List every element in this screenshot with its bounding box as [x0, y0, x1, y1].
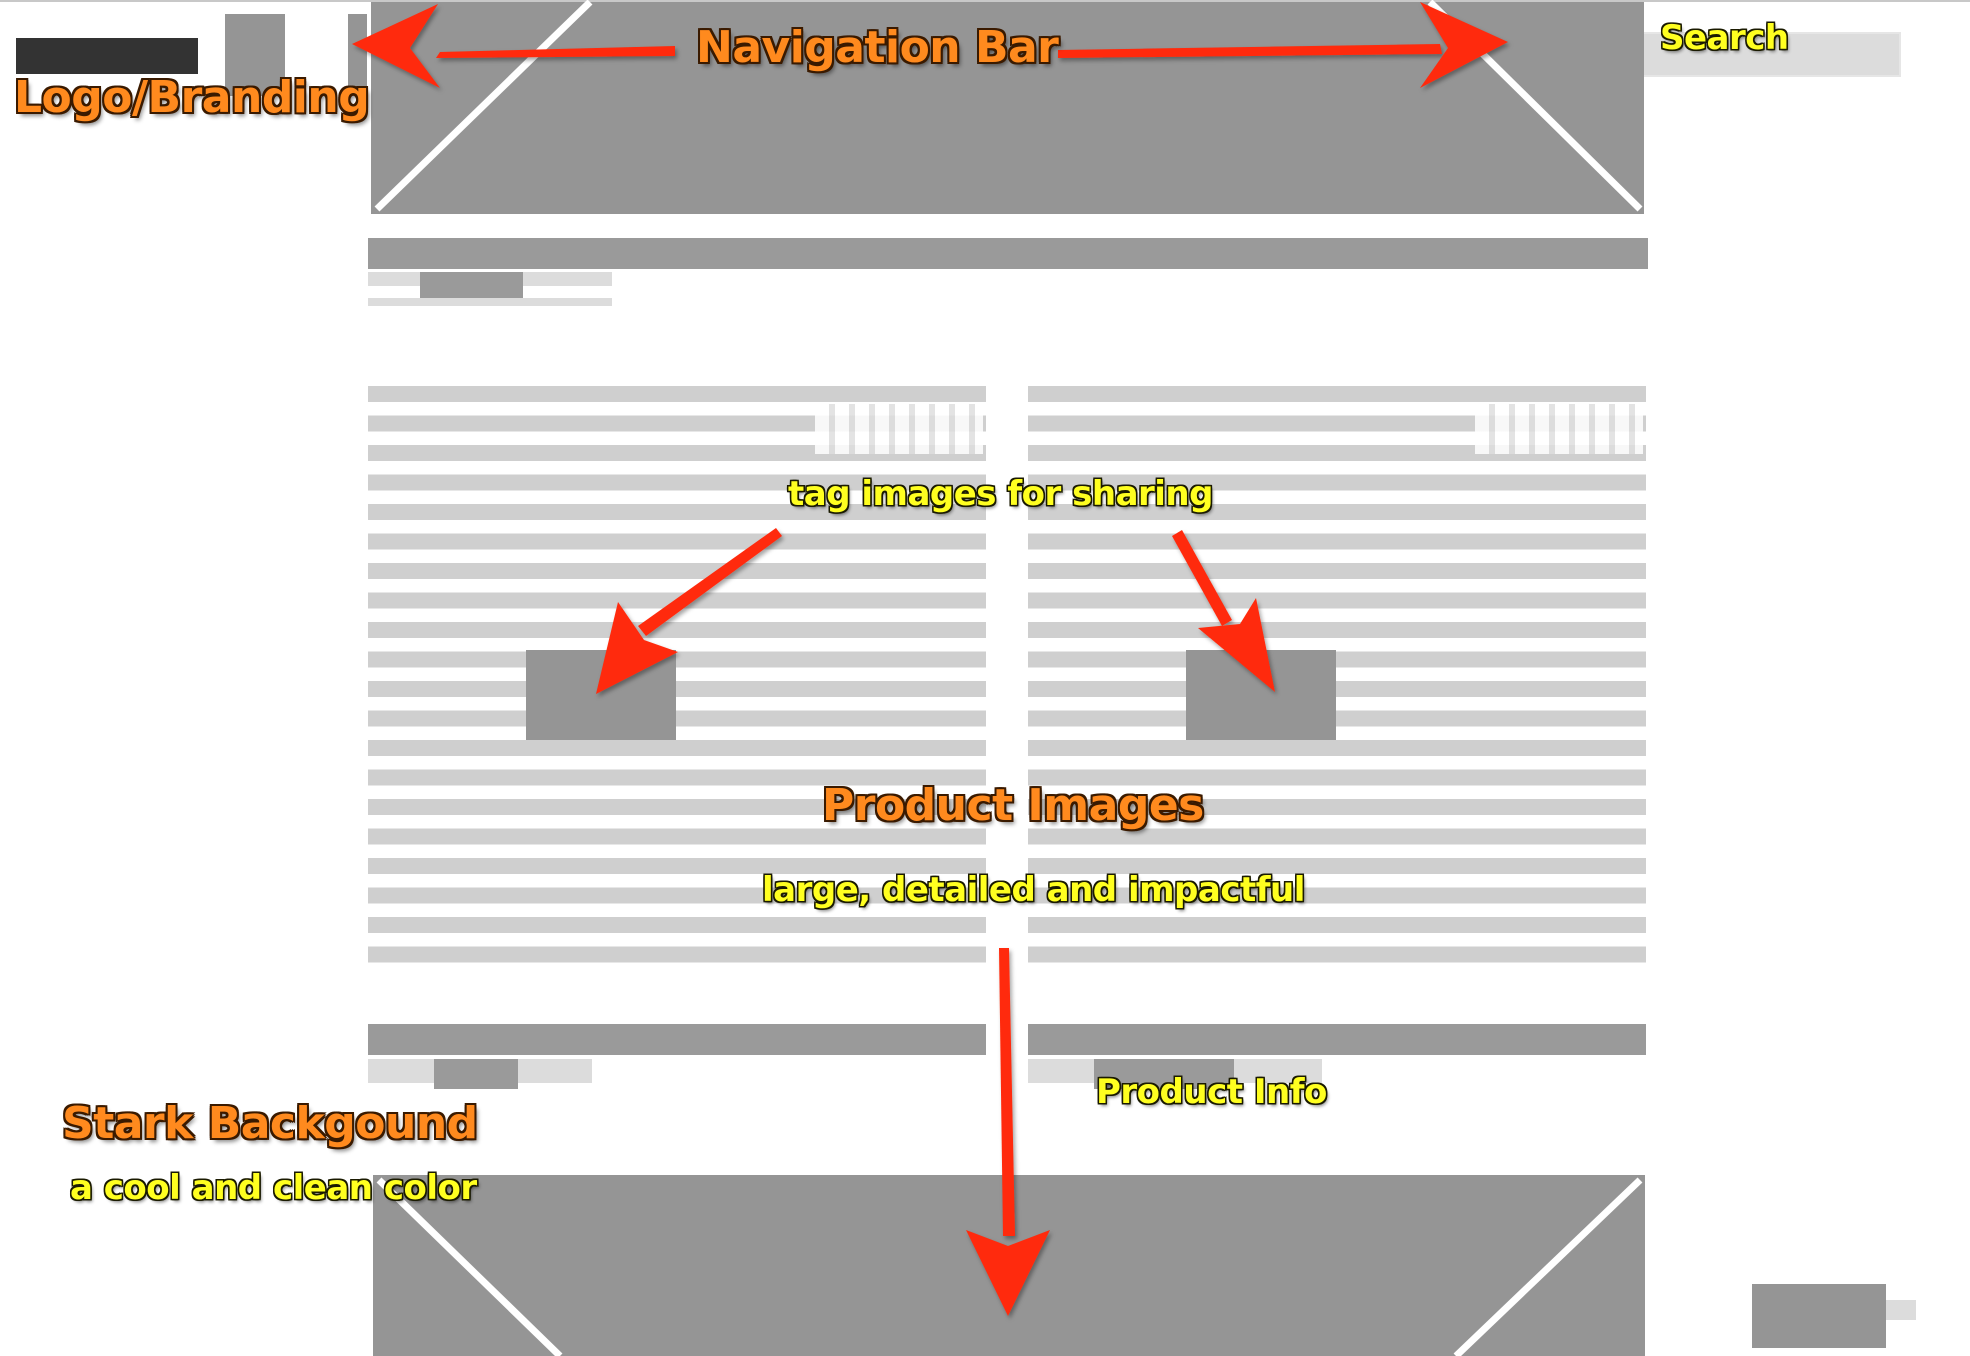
label-stark-background: Stark Backgound: [62, 1098, 478, 1149]
arrow-down-main: [966, 948, 1050, 1316]
product-badge-left: [815, 404, 983, 454]
title-bar-placeholder: [368, 238, 1648, 269]
product-text-block-right: [1028, 386, 1646, 976]
logo-placeholder: [16, 38, 198, 74]
arrow-nav-left: [352, 4, 675, 88]
arrow-nav-right: [1058, 2, 1508, 88]
nav-bar-cross-line: [374, 0, 593, 212]
label-search: Search: [1660, 18, 1789, 58]
product-info-bar-left: [368, 1024, 986, 1055]
product-image-right: [1186, 650, 1336, 740]
footer-cross-line: [1453, 1177, 1643, 1356]
subtitle-block-placeholder: [420, 272, 523, 302]
product-info-bar-right: [1028, 1024, 1646, 1055]
label-product-info: Product Info: [1096, 1072, 1327, 1112]
product-image-left: [526, 650, 676, 740]
label-navigation-bar: Navigation Bar: [696, 22, 1059, 73]
product-info-block-right: [1094, 1059, 1234, 1089]
footer-button-tail: [1886, 1300, 1916, 1320]
subtitle-line-placeholder: [368, 298, 612, 306]
label-product-images-sub: large, detailed and impactful: [762, 870, 1305, 910]
product-badge-right: [1475, 404, 1643, 454]
footer-button-placeholder: [1752, 1284, 1886, 1348]
label-product-images: Product Images: [822, 780, 1204, 831]
product-info-block-left: [434, 1059, 518, 1089]
logo-mark-placeholder: [225, 14, 285, 96]
label-stark-background-sub: a cool and clean color: [70, 1168, 477, 1208]
label-tag-images: tag images for sharing: [788, 474, 1213, 514]
label-logo-branding: Logo/Branding: [14, 72, 370, 123]
top-border-line: [0, 0, 1970, 2]
footer-box: [373, 1175, 1645, 1356]
